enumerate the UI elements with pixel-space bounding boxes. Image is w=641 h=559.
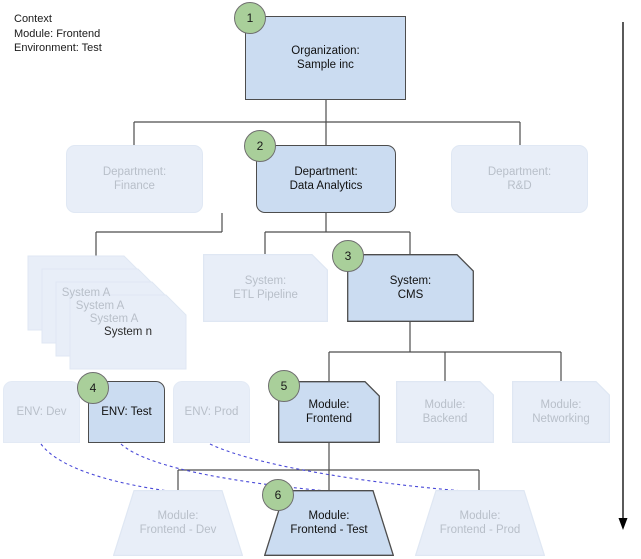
node-deployment-frontend-dev-shape [113,490,243,556]
node-module-frontend[interactable]: Module: Frontend [278,381,380,443]
badge-1[interactable]: 1 [234,2,266,34]
node-department-data-analytics[interactable]: Department: Data Analytics [256,145,396,213]
node-system-etl-pipeline[interactable]: System: ETL Pipeline [203,254,328,322]
node-deployment-frontend-prod-label: Module: Frontend - Prod [439,510,521,536]
link-env-prod-to-frontend-prod [209,443,478,493]
badge-6[interactable]: 6 [262,479,294,511]
node-module-frontend-shape [278,381,380,443]
node-env-test-label: ENV: Test [101,406,152,418]
node-system-cms-shape [347,254,474,322]
node-system-stack-3[interactable]: System A [56,282,172,356]
node-module-networking-shape [512,381,610,443]
badge-3[interactable]: 3 [332,240,364,272]
node-organization-label: Organization: Sample inc [291,45,360,71]
node-module-backend-shape [396,381,494,443]
node-department-rnd-label: Department: R&D [487,166,552,192]
badge-5[interactable]: 5 [268,370,300,402]
node-department-data-analytics-label: Department: Data Analytics [289,166,363,192]
node-system-cms-label: System: CMS [389,275,432,301]
node-deployment-frontend-dev[interactable]: Module: Frontend - Dev [113,490,243,556]
node-module-backend[interactable]: Module: Backend [396,381,494,443]
link-env-dev-to-frontend-dev [40,443,177,493]
node-system-cms[interactable]: System: CMS [347,254,474,322]
node-env-dev-label: ENV: Dev [16,406,67,418]
node-system-stack-3-label: System A [89,313,139,325]
node-department-finance[interactable]: Department: Finance [66,145,203,213]
node-env-prod[interactable]: ENV: Prod [173,381,250,443]
node-system-stack-2[interactable]: System A [42,269,158,343]
node-system-etl-pipeline-label: System: ETL Pipeline [233,275,298,301]
node-department-finance-label: Department: Finance [102,166,167,192]
node-deployment-frontend-dev-label: Module: Frontend - Dev [139,510,217,536]
node-deployment-frontend-test[interactable]: Module: Frontend - Test [264,490,394,556]
node-env-prod-label: ENV: Prod [184,406,239,418]
vertical-flow-arrow [618,22,628,530]
node-env-dev[interactable]: ENV: Dev [3,381,80,443]
badge-4[interactable]: 4 [77,372,109,404]
node-deployment-frontend-prod-shape [415,490,545,556]
node-deployment-frontend-test-shape [264,490,394,556]
node-system-stack-2-label: System A [75,300,125,312]
node-module-networking[interactable]: Module: Networking [512,381,610,443]
node-system-etl-pipeline-shape [203,254,328,322]
node-system-stack-4-label: System n [104,326,152,338]
badge-2[interactable]: 2 [244,130,276,162]
node-system-stack-4[interactable]: System n [70,295,186,369]
node-deployment-frontend-prod[interactable]: Module: Frontend - Prod [415,490,545,556]
node-system-stack-1[interactable]: System A [28,256,144,330]
link-env-test-to-frontend-test [120,443,328,492]
node-deployment-frontend-test-label: Module: Frontend - Test [290,510,368,536]
node-module-backend-label: Module: Backend [422,399,468,425]
node-department-rnd[interactable]: Department: R&D [451,145,588,213]
node-organization[interactable]: Organization: Sample inc [245,16,406,100]
context-legend: Context Module: Frontend Environment: Te… [14,13,102,54]
node-module-networking-label: Module: Networking [532,399,590,425]
node-module-frontend-label: Module: Frontend [305,399,353,425]
node-system-stack-1-label: System A [61,287,111,299]
